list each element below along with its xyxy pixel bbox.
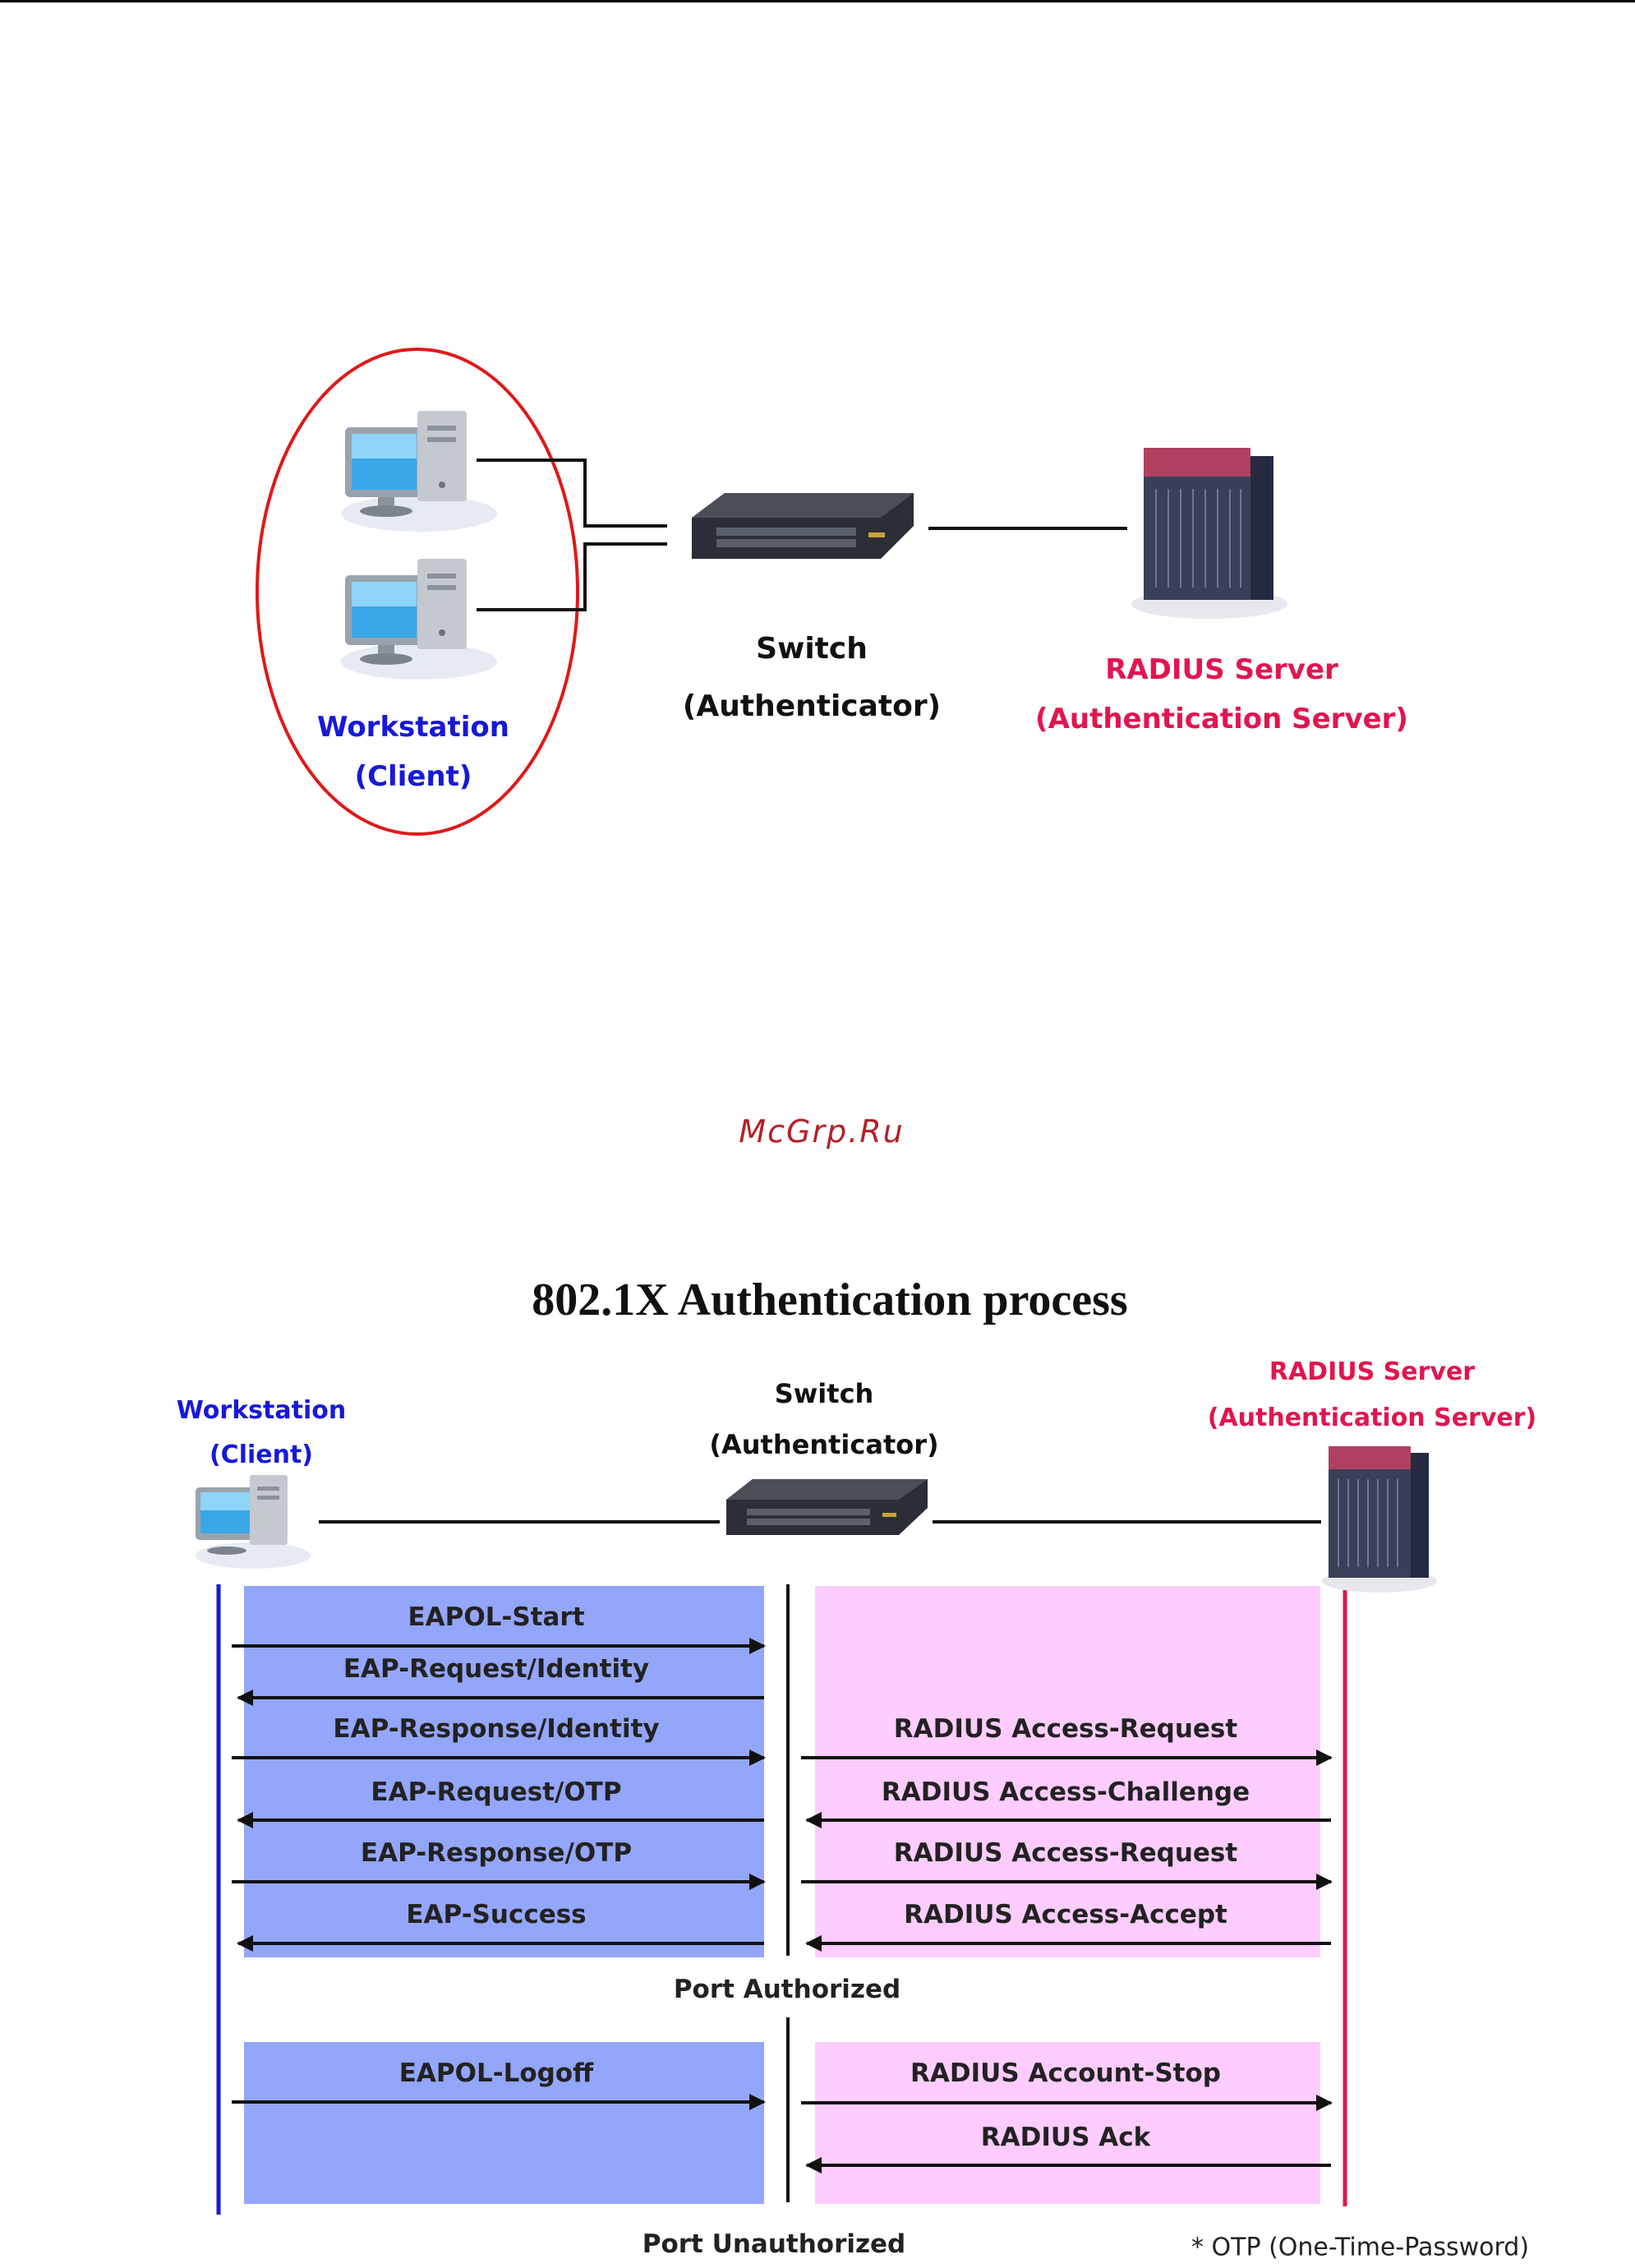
radius-label-line2: (Authentication Server): [1035, 703, 1408, 735]
switch-label-line2: (Authenticator): [682, 689, 942, 723]
workstation-computer-icon: [341, 559, 497, 680]
msg-eapol-start: EAPOL-Start: [408, 1602, 585, 1632]
radius-server-label: RADIUS Server (Authentication Server): [1035, 645, 1408, 744]
msg-eap-request-identity: EAP-Request/Identity: [343, 1654, 650, 1684]
msg-eap-response-otp: EAP-Response/OTP: [360, 1838, 633, 1868]
otp-footnote: * OTP (One-Time-Password): [1191, 2233, 1530, 2262]
process-workstation-label: Workstation (Client): [177, 1389, 346, 1477]
switch-label: Switch (Authenticator): [683, 620, 941, 735]
process-radius-line2: (Authentication Server): [1207, 1404, 1537, 1432]
process-radius-line1: RADIUS Server: [1269, 1358, 1476, 1386]
msg-radius-access-request-2: RADIUS Access-Request: [893, 1838, 1238, 1868]
msg-eap-success: EAP-Success: [406, 1900, 587, 1929]
switch-device-icon: [692, 493, 914, 559]
msg-eap-response-identity: EAP-Response/Identity: [333, 1714, 660, 1744]
process-workstation-line1: Workstation: [176, 1396, 347, 1425]
process-workstation-line2: (Client): [209, 1441, 314, 1469]
workstation-label: Workstation (Client): [317, 703, 509, 801]
msg-radius-access-request-1: RADIUS Access-Request: [893, 1714, 1238, 1744]
msg-radius-access-challenge: RADIUS Access-Challenge: [881, 1777, 1250, 1807]
radius-server-small-icon: [1322, 1446, 1437, 1593]
radius-exchange-panel: [815, 1586, 1320, 1957]
msg-eapol-logoff: EAPOL-Logoff: [398, 2058, 594, 2088]
workstation-label-line1: Workstation: [317, 711, 509, 744]
process-switch-line2: (Authenticator): [709, 1429, 939, 1460]
radius-server-icon: [1131, 448, 1287, 619]
radius-logoff-panel: [815, 2042, 1320, 2204]
workstation-computer-icon: [341, 411, 497, 532]
radius-label-line1: RADIUS Server: [1105, 653, 1338, 686]
port-unauthorized-label: Port Unauthorized: [642, 2229, 906, 2259]
msg-radius-ack: RADIUS Ack: [980, 2123, 1151, 2152]
process-title: 802.1X Authentication process: [532, 1275, 1128, 1325]
msg-radius-account-stop: RADIUS Account-Stop: [910, 2058, 1221, 2088]
workstation-label-line2: (Client): [354, 760, 472, 793]
client-switch-cabling: [477, 459, 667, 611]
msg-eap-request-otp: EAP-Request/OTP: [371, 1777, 622, 1807]
process-switch-line1: Switch: [774, 1378, 874, 1409]
watermark: McGrp.Ru: [739, 1113, 905, 1150]
client-group-highlight: [256, 348, 579, 836]
switch-small-icon: [726, 1479, 928, 1535]
client-exchange-panel: [244, 1586, 764, 1957]
switch-label-line1: Switch: [756, 632, 868, 666]
page-top-rule: [0, 0, 1635, 2]
workstation-small-icon: [196, 1475, 311, 1569]
process-radius-label: RADIUS Server (Authentication Server): [1208, 1349, 1537, 1441]
port-authorized-label: Port Authorized: [673, 1975, 901, 2004]
client-logoff-panel: [244, 2042, 764, 2204]
msg-radius-access-accept: RADIUS Access-Accept: [904, 1900, 1227, 1929]
process-switch-label: Switch (Authenticator): [709, 1368, 938, 1470]
network-diagram: [256, 348, 1287, 836]
